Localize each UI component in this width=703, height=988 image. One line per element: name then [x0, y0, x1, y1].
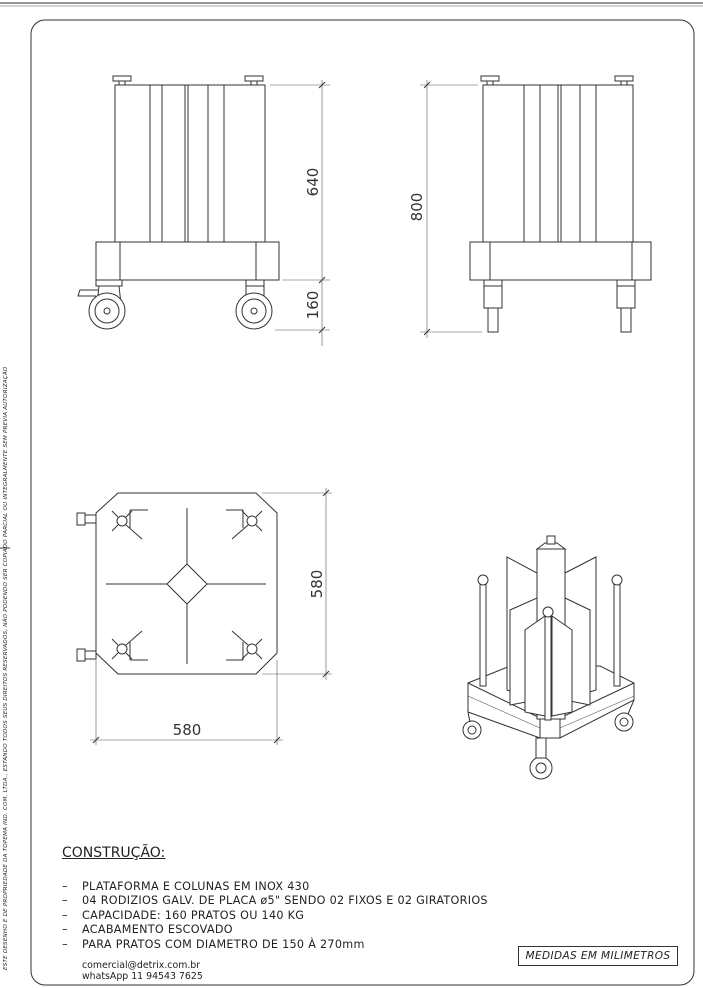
dimension-580-height: 580: [308, 570, 326, 599]
copyright-note: ESTE DESENHO E DE PROPRIEDADE DA TOPEMA …: [3, 366, 9, 971]
dimension-800: 800: [408, 193, 426, 222]
construction-list: PLATAFORMA E COLUNAS EM INOX 430 04 RODI…: [62, 880, 488, 952]
dimension-640: 640: [304, 168, 322, 197]
contact-block: comercial@detrix.com.br whatsApp 11 9454…: [82, 960, 203, 982]
list-item: 04 RODIZIOS GALV. DE PLACA ø5" SENDO 02 …: [62, 894, 488, 908]
front-view: [77, 75, 330, 346]
side-view: [420, 75, 652, 338]
list-item: ACABAMENTO ESCOVADO: [62, 923, 488, 937]
contact-email: comercial@detrix.com.br: [82, 960, 201, 971]
contact-whatsapp: whatsApp 11 94543 7625: [82, 971, 203, 982]
list-item: PARA PRATOS COM DIAMETRO DE 150 À 270mm: [62, 938, 488, 952]
list-item: PLATAFORMA E COLUNAS EM INOX 430: [62, 880, 488, 894]
list-item: CAPACIDADE: 160 PRATOS OU 140 KG: [62, 909, 488, 923]
units-label: MEDIDAS EM MILIMETROS: [518, 946, 678, 966]
dimension-580-width: 580: [173, 721, 202, 739]
construction-title: CONSTRUÇÃO:: [62, 845, 166, 861]
top-view: [76, 488, 332, 745]
drawing-frame: [30, 19, 695, 986]
isometric-view: [462, 535, 635, 780]
dimension-160: 160: [304, 291, 322, 320]
